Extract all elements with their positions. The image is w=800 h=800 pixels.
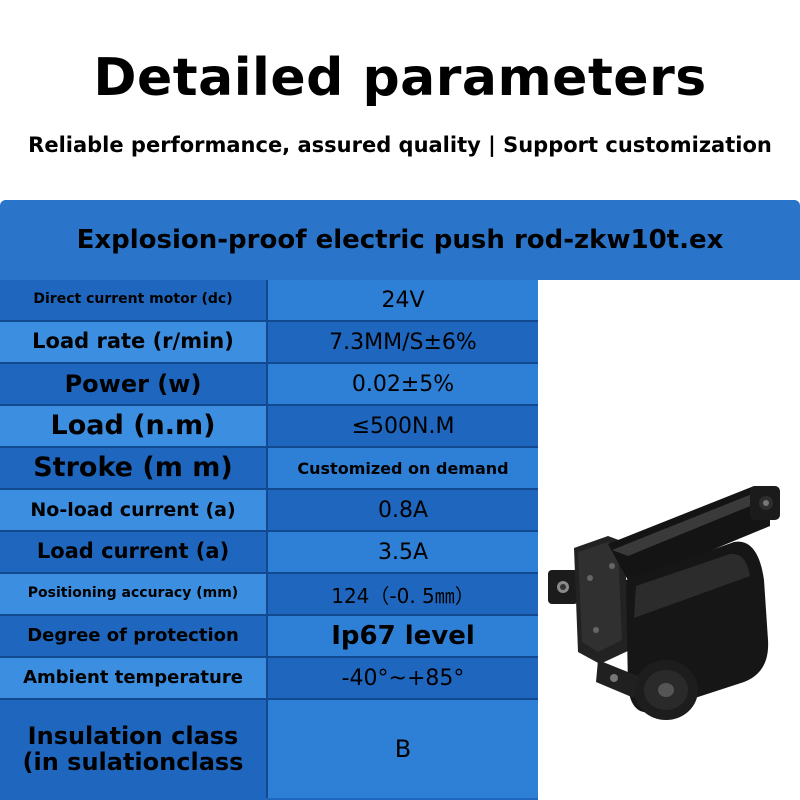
page-title: Detailed parameters bbox=[93, 48, 707, 108]
table-row: Load current (a) 3.5A bbox=[0, 532, 538, 574]
table-row: Power (w) 0.02±5% bbox=[0, 364, 538, 406]
row-value: -40°~+85° bbox=[268, 658, 538, 698]
table-row: Load rate (r/min) 7.3MM/S±6% bbox=[0, 322, 538, 364]
row-value: 7.3MM/S±6% bbox=[268, 322, 538, 362]
row-label: Degree of protection bbox=[0, 616, 268, 656]
row-label: Insulation class (in sulationclass bbox=[0, 700, 268, 798]
row-value: ≤500N.M bbox=[268, 406, 538, 446]
row-label: Direct current motor (dc) bbox=[0, 280, 268, 320]
row-value: 3.5A bbox=[268, 532, 538, 572]
table-row: Load (n.m) ≤500N.M bbox=[0, 406, 538, 448]
row-label: Positioning accuracy (mm) bbox=[0, 574, 268, 614]
parameter-rows: Direct current motor (dc) 24V Load rate … bbox=[0, 280, 538, 798]
row-label: Stroke (m m) bbox=[0, 448, 268, 488]
table-row: Degree of protection Ip67 level bbox=[0, 616, 538, 658]
row-label: Power (w) bbox=[0, 364, 268, 404]
row-value: 124（-0. 5㎜） bbox=[268, 574, 538, 614]
row-value: 0.02±5% bbox=[268, 364, 538, 404]
parameter-table: Explosion-proof electric push rod-zkw10t… bbox=[0, 200, 800, 800]
page-subtitle: Reliable performance, assured quality | … bbox=[28, 133, 772, 157]
table-row: Direct current motor (dc) 24V bbox=[0, 280, 538, 322]
row-value: 0.8A bbox=[268, 490, 538, 530]
row-label: No-load current (a) bbox=[0, 490, 268, 530]
electric-push-rod-motor-icon bbox=[548, 486, 780, 720]
product-image-area bbox=[538, 280, 800, 800]
row-value: 24V bbox=[268, 280, 538, 320]
row-label: Load (n.m) bbox=[0, 406, 268, 446]
row-value: Ip67 level bbox=[268, 616, 538, 656]
row-value: B bbox=[268, 700, 538, 798]
row-label: Load current (a) bbox=[0, 532, 268, 572]
table-row: Insulation class (in sulationclass B bbox=[0, 700, 538, 798]
row-value: Customized on demand bbox=[268, 448, 538, 488]
row-label: Load rate (r/min) bbox=[0, 322, 268, 362]
table-row: Stroke (m m) Customized on demand bbox=[0, 448, 538, 490]
table-header: Explosion-proof electric push rod-zkw10t… bbox=[0, 200, 800, 282]
table-row: No-load current (a) 0.8A bbox=[0, 490, 538, 532]
table-row: Ambient temperature -40°~+85° bbox=[0, 658, 538, 700]
table-row: Positioning accuracy (mm) 124（-0. 5㎜） bbox=[0, 574, 538, 616]
row-label: Ambient temperature bbox=[0, 658, 268, 698]
